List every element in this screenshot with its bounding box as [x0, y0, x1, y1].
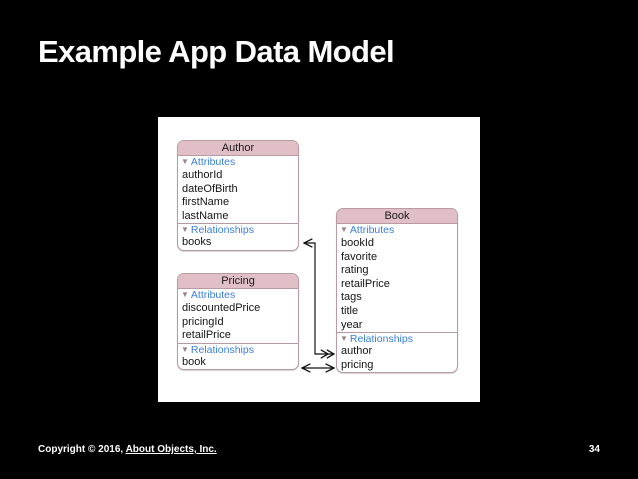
entity-book-relationships-header[interactable]: ▼Relationships [337, 332, 457, 345]
attribute-row[interactable]: bookId [341, 237, 375, 249]
attribute-row[interactable]: pricingId [182, 315, 224, 328]
attribute-row[interactable]: lastName [182, 209, 229, 222]
attribute-row[interactable]: retailPrice [182, 329, 231, 342]
attributes-label: Attributes [349, 224, 395, 236]
entity-author-attributes-header[interactable]: ▼Attributes [178, 156, 298, 169]
data-model-diagram: Author ▼Attributes authorId dateOfBirth … [158, 117, 480, 402]
attribute-row[interactable]: title [341, 304, 359, 317]
chevron-down-icon: ▼ [181, 344, 189, 354]
entity-book-attributes-header[interactable]: ▼Attributes [337, 224, 457, 237]
entity-book[interactable]: Book ▼Attributes bookId favorite rating … [336, 208, 458, 374]
attribute-row[interactable]: firstName [182, 196, 230, 209]
attribute-row[interactable]: retailPrice [341, 277, 390, 290]
relationship-row[interactable]: author [341, 345, 373, 358]
chevron-down-icon: ▼ [340, 334, 348, 344]
entity-pricing-title: Pricing [178, 274, 298, 289]
attribute-row[interactable]: authorId [182, 169, 223, 181]
attribute-row[interactable]: tags [341, 291, 362, 304]
entity-pricing-relationships-header[interactable]: ▼Relationships [178, 342, 298, 356]
attribute-row[interactable]: year [341, 318, 363, 331]
chevron-down-icon: ▼ [181, 225, 189, 235]
attributes-label: Attributes [190, 289, 236, 301]
attribute-row[interactable]: favorite [341, 250, 378, 263]
relationships-label: Relationships [349, 333, 413, 346]
relationships-label: Relationships [190, 224, 254, 237]
attributes-label: Attributes [190, 156, 236, 168]
chevron-down-icon: ▼ [181, 290, 189, 299]
entity-pricing[interactable]: Pricing ▼Attributes discountedPrice pric… [177, 273, 299, 371]
entity-author-relationships-header[interactable]: ▼Relationships [178, 223, 298, 236]
attribute-row[interactable]: rating [341, 264, 369, 277]
chevron-down-icon: ▼ [181, 157, 189, 166]
relationship-row[interactable]: book [182, 355, 206, 368]
relationship-row[interactable]: pricing [341, 358, 374, 371]
relationships-label: Relationships [190, 343, 254, 356]
relationship-row[interactable]: books [182, 236, 212, 249]
connector-author-book [304, 243, 334, 354]
entity-author[interactable]: Author ▼Attributes authorId dateOfBirth … [177, 140, 299, 251]
footer-copyright: Copyright © 2016, About Objects, Inc. [38, 444, 217, 455]
entity-author-title: Author [178, 141, 298, 156]
attribute-row[interactable]: discountedPrice [182, 302, 261, 314]
chevron-down-icon: ▼ [340, 225, 348, 234]
attribute-row[interactable]: dateOfBirth [182, 182, 238, 195]
entity-pricing-attributes-header[interactable]: ▼Attributes [178, 289, 298, 302]
entity-book-title: Book [337, 209, 457, 224]
copyright-text: Copyright © 2016, [38, 444, 126, 455]
page-number: 34 [588, 444, 600, 455]
page-title: Example App Data Model [38, 34, 395, 69]
company-link[interactable]: About Objects, Inc. [125, 444, 217, 455]
